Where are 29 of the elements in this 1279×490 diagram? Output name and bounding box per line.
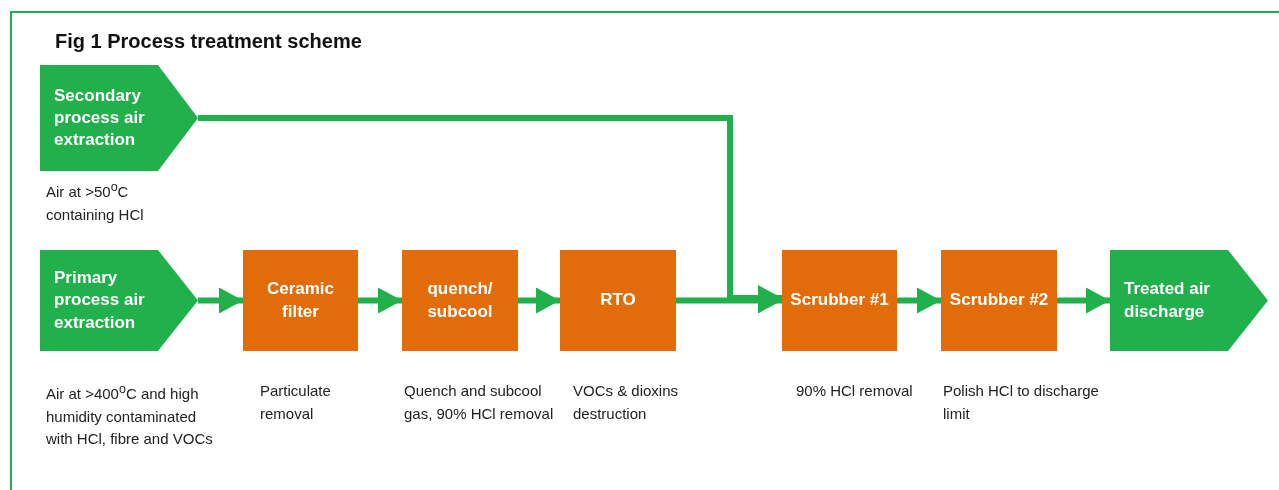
step-description: Air at >400$^{o}$C and high humidity contaminated with HCl, fibre and VOCs bbox=[46, 381, 214, 449]
node-label: Treated air discharge bbox=[1124, 278, 1211, 323]
arrow bbox=[897, 287, 941, 314]
step-description: Quench and subcool gas, 90% HCl removal bbox=[404, 381, 554, 424]
process-box bbox=[402, 250, 518, 351]
arrow-shape bbox=[40, 250, 198, 351]
arrow bbox=[1057, 287, 1110, 314]
process-box bbox=[243, 250, 358, 351]
node-label: quench/ subcool bbox=[426, 278, 494, 323]
process-box bbox=[941, 250, 1057, 351]
arrow-shape bbox=[40, 65, 198, 171]
arrow-shape bbox=[1110, 250, 1268, 351]
arrow bbox=[358, 287, 402, 314]
step-description: 90% HCl removal bbox=[796, 381, 914, 401]
arrow bbox=[518, 287, 560, 314]
step-description: Polish HCl to discharge limit bbox=[943, 381, 1100, 424]
process-box bbox=[782, 250, 897, 351]
arrow bbox=[198, 287, 243, 314]
node-label: Primary process air extraction bbox=[54, 267, 146, 334]
node-label: Ceramic filter bbox=[265, 278, 336, 323]
step-description: Particulate removal bbox=[260, 381, 332, 424]
node-label: Scrubber #1 bbox=[790, 289, 889, 312]
step-description: VOCs & dioxins destruction bbox=[573, 381, 680, 424]
node-label: Secondary process air extraction bbox=[54, 84, 146, 152]
process-box bbox=[560, 250, 676, 351]
step-description: Air at >50$^{o}$C containing HCl bbox=[46, 179, 145, 225]
title: Fig 1 Process treatment scheme bbox=[55, 30, 362, 53]
node-label: Scrubber #2 bbox=[949, 289, 1049, 312]
node-label: RTO bbox=[600, 289, 636, 312]
